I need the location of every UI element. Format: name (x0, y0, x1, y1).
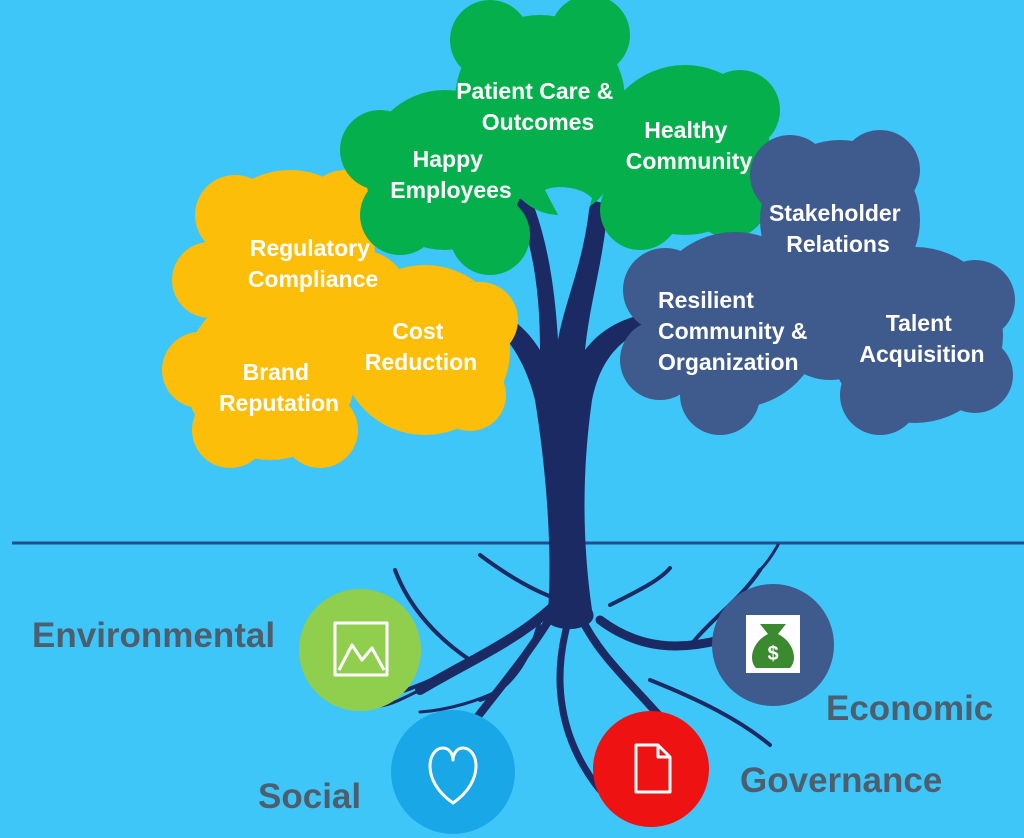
money-bag-icon: $ (746, 615, 800, 673)
label-cost-reduction: Cost Reduction (365, 318, 477, 375)
green-cluster (340, 0, 780, 275)
economic-node: $ (712, 584, 834, 706)
social-label: Social (258, 777, 361, 816)
environmental-label: Environmental (32, 616, 275, 655)
blue-cluster (620, 130, 1015, 435)
dollar-symbol: $ (767, 643, 778, 665)
governance-node (593, 711, 709, 827)
document-icon (634, 743, 672, 794)
governance-label: Governance (740, 761, 942, 800)
label-brand-reputation: Brand Reputation (219, 359, 339, 416)
yellow-cluster (162, 170, 518, 468)
label-healthy-community: Healthy Community (626, 117, 753, 174)
mountain-picture-icon (333, 621, 389, 677)
economic-label: Economic (826, 689, 993, 728)
label-patient-care: Patient Care & Outcomes (456, 78, 620, 135)
heart-icon (428, 746, 478, 805)
label-talent-acquisition: Talent Acquisition (859, 310, 984, 367)
label-stakeholder-relations: Stakeholder Relations (769, 200, 907, 257)
tree-trunk (480, 196, 644, 630)
environmental-node (299, 589, 421, 711)
canopy-gap (545, 187, 592, 250)
label-resilient-community: Resilient Community & Organization (658, 287, 814, 375)
label-regulatory-compliance: Regulatory Compliance (248, 235, 378, 292)
social-node (391, 710, 515, 834)
label-happy-employees: Happy Employees (390, 146, 511, 203)
